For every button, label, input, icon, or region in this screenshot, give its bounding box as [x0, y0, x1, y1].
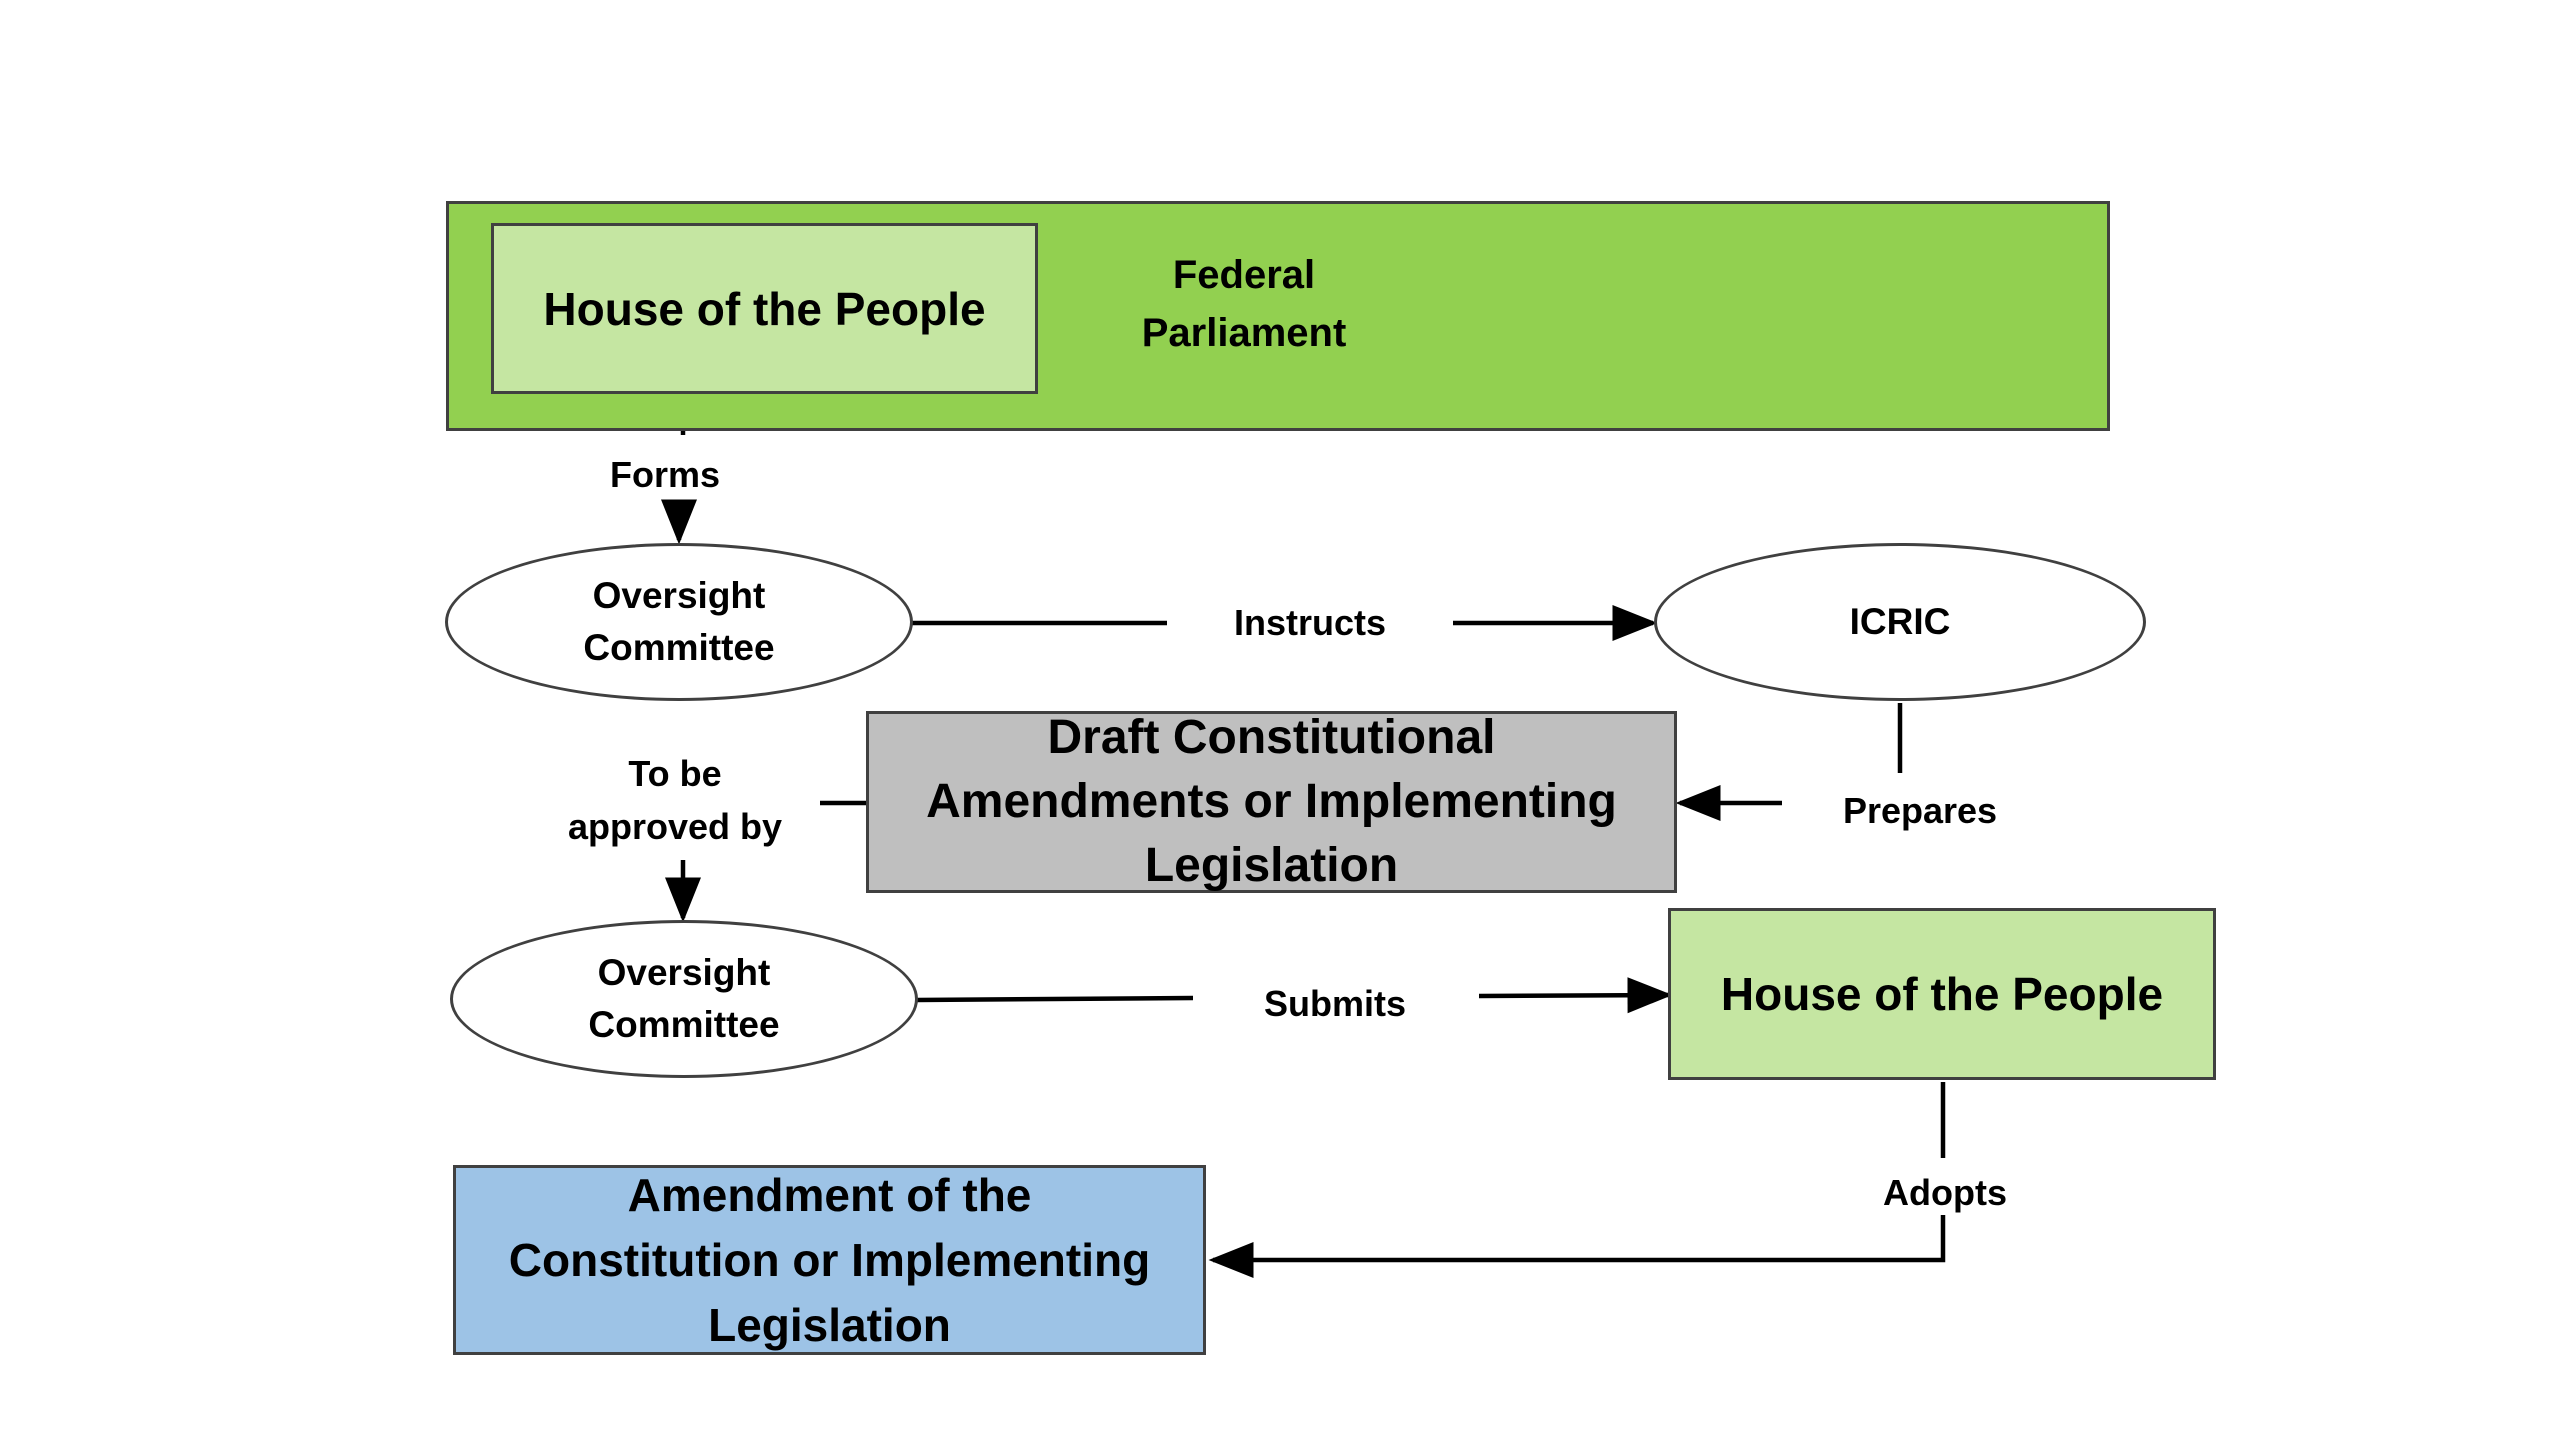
oversight-committee-top: Oversight Committee [445, 543, 913, 701]
prepares-label: Prepares [1842, 790, 1998, 831]
to-be-approved-by-label: To be approved by [567, 753, 783, 847]
amendment-box: Amendment of the Constitution or Impleme… [453, 1165, 1206, 1355]
instructs-label: Instructs [1233, 602, 1387, 643]
forms-label: Forms [609, 454, 721, 495]
submits-label: Submits [1263, 983, 1406, 1024]
submits-line-left [916, 995, 1194, 1003]
submits-arrow [1478, 977, 1673, 1014]
adopts-arrow [1208, 1215, 1946, 1278]
icric-node: ICRIC [1654, 543, 2146, 701]
oversight-committee-bottom: Oversight Committee [450, 920, 918, 1078]
house-of-the-people-bottom: House of the People [1668, 908, 2216, 1080]
draft-amendments-box: Draft Constitutional Amendments or Imple… [866, 711, 1677, 893]
house-of-the-people-top: House of the People [491, 223, 1038, 394]
federal-parliament-label: Federal Parliament [1141, 253, 1347, 355]
adopts-label: Adopts [1883, 1172, 2007, 1213]
